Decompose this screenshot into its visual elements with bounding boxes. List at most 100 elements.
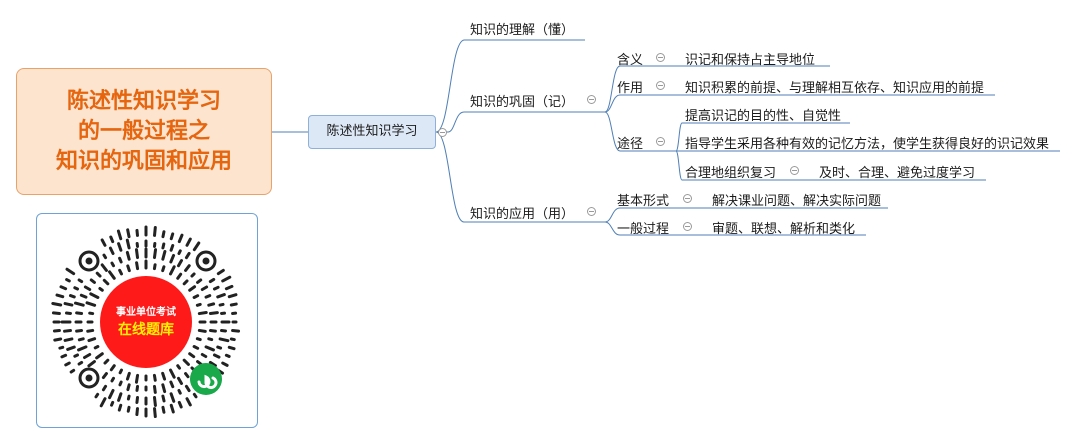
qr-ray <box>63 329 72 333</box>
form-value: 解决课业问题、解决实际问题 <box>712 194 882 209</box>
qr-ray <box>204 345 215 352</box>
qr-ray <box>101 372 108 380</box>
qr-ray <box>161 383 167 394</box>
qr-ray <box>182 279 189 286</box>
qr-ray <box>65 267 76 276</box>
qr-ray <box>77 337 85 342</box>
path-label[interactable]: 途径 <box>617 137 644 152</box>
qr-ray <box>65 278 71 283</box>
qr-ray <box>190 272 196 278</box>
qr-ray <box>134 248 140 260</box>
qr-ray <box>73 301 85 307</box>
qr-ray <box>117 242 123 252</box>
qr-ray <box>221 275 232 283</box>
form-label[interactable]: 基本形式 <box>617 194 670 209</box>
qr-ray <box>118 380 123 387</box>
qr-ray <box>110 376 115 383</box>
finder-mark-top-left <box>78 250 100 272</box>
collapse-toggle-icon[interactable] <box>587 95 596 104</box>
review-value: 及时、合理、避免过度学习 <box>819 166 976 181</box>
qr-ray <box>229 337 236 342</box>
qr-ray <box>221 361 229 367</box>
qr-ray <box>64 361 71 367</box>
qr-ray <box>86 328 95 333</box>
mini-program-code[interactable]: 事业单位考试 在线题库 <box>45 219 247 421</box>
qr-ray <box>63 302 74 307</box>
qr-ray <box>182 358 190 366</box>
qr-ray <box>135 384 140 392</box>
qr-ray <box>176 364 182 370</box>
badge-main-text: 在线题库 <box>118 321 174 338</box>
qr-ray <box>77 345 88 352</box>
branch-consolidate[interactable]: 知识的巩固（记） <box>470 95 575 110</box>
qr-ray <box>229 302 238 307</box>
qr-ray <box>125 238 131 250</box>
qr-ray <box>134 373 140 384</box>
collapse-toggle-icon[interactable] <box>656 53 665 62</box>
branch-apply[interactable]: 知识的应用（用） <box>470 207 575 222</box>
qr-ray <box>100 263 108 272</box>
qr-ray <box>169 253 176 264</box>
qr-ray <box>212 285 220 291</box>
qr-ray <box>192 392 198 399</box>
qr-ray <box>95 271 102 278</box>
qr-ray <box>169 392 176 403</box>
center-badge <box>100 276 192 368</box>
qr-ray <box>108 388 115 400</box>
qr-ray <box>152 263 157 271</box>
qr-ray <box>73 286 80 291</box>
qr-ray <box>185 397 192 407</box>
title-line-2: 的一般过程之 <box>77 118 210 144</box>
qr-ray <box>73 353 80 358</box>
title-line-1: 陈述性知识学习 <box>66 88 221 114</box>
qr-ray <box>87 337 97 343</box>
collapse-toggle-icon[interactable] <box>438 128 447 137</box>
meaning-value: 识记和保持占主导地位 <box>685 53 816 68</box>
qr-ray <box>79 293 88 299</box>
collapse-toggle-icon[interactable] <box>656 81 665 90</box>
qr-ray <box>208 328 217 333</box>
qr-ray <box>184 372 190 379</box>
collapse-toggle-icon[interactable] <box>587 207 596 216</box>
qr-ray <box>212 353 221 359</box>
collapse-toggle-icon[interactable] <box>683 194 692 203</box>
qr-ray <box>60 353 68 359</box>
qr-ray <box>83 285 92 291</box>
qr-ray <box>93 345 100 350</box>
qr-ray <box>125 250 131 261</box>
qr-ray <box>85 301 97 307</box>
qr-ray <box>216 345 223 350</box>
qr-ray <box>77 278 84 284</box>
qr-ray <box>75 328 84 333</box>
qr-ray <box>69 368 76 374</box>
qr-ray <box>161 230 166 239</box>
collapse-toggle-icon[interactable] <box>790 166 799 175</box>
process-label[interactable]: 一般过程 <box>617 222 670 237</box>
qr-ray <box>177 376 183 385</box>
role-label[interactable]: 作用 <box>617 81 644 96</box>
meaning-label[interactable]: 含义 <box>617 53 644 68</box>
qr-ray <box>103 358 110 365</box>
path-item-3[interactable]: 合理地组织复习 <box>685 166 777 181</box>
qr-ray <box>118 268 123 276</box>
qr-ray <box>227 293 238 299</box>
qr-ray <box>118 256 123 264</box>
qr-ray <box>108 270 116 280</box>
qr-ray <box>218 337 230 343</box>
qr-ray <box>177 388 182 395</box>
root-node[interactable]: 陈述性知识学习 <box>308 115 436 149</box>
qr-ray <box>169 244 175 252</box>
qr-ray <box>117 392 123 402</box>
qr-ray <box>153 225 157 237</box>
qr-ray <box>169 265 176 276</box>
qr-ray <box>177 233 184 244</box>
qr-ray <box>224 284 234 291</box>
qr-ray <box>208 277 216 284</box>
path-item-2: 指导学生采用各种有效的记忆方法，使学生获得良好的识记效果 <box>685 137 1050 152</box>
collapse-toggle-icon[interactable] <box>656 137 665 146</box>
qr-ray <box>126 383 131 392</box>
qr-ray <box>108 246 115 256</box>
qr-ray <box>98 286 104 292</box>
collapse-toggle-icon[interactable] <box>683 222 692 231</box>
branch-understand[interactable]: 知识的理解（懂） <box>470 23 575 38</box>
